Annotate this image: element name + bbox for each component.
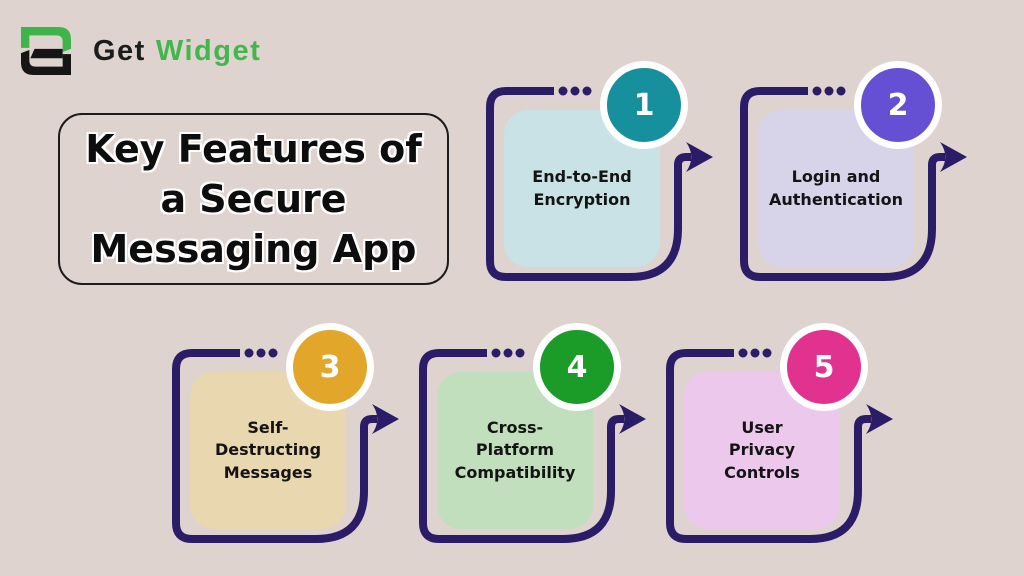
dot-icon [244, 348, 254, 358]
getwidget-logo-icon [21, 27, 71, 75]
dot-icon [762, 348, 772, 358]
number-badge: 4 [533, 323, 621, 411]
badge-number: 2 [887, 87, 909, 123]
card-frame-arrow [486, 86, 713, 281]
card-frame-arrow [419, 348, 646, 543]
dot-icon [836, 86, 846, 96]
card-frame-arrow [740, 86, 967, 281]
dot-icon [750, 348, 760, 358]
feature-card-1: End-to-End Encryption 1 [482, 61, 714, 289]
title-panel: Key Features of a Secure Messaging App [58, 113, 449, 285]
feature-title: End-to-End Encryption [532, 167, 632, 209]
arrow-icon [372, 404, 399, 434]
dot-icon [738, 348, 748, 358]
badge-number: 3 [319, 349, 341, 385]
feature-title: Self- Destructing Messages [214, 417, 322, 482]
feature-card-3: Self- Destructing Messages 3 [168, 323, 400, 551]
arrow-icon [686, 142, 713, 172]
dot-icon [515, 348, 525, 358]
brand-name: Get Widget [93, 35, 261, 68]
feature-title: User Privacy Controls [724, 417, 800, 482]
page-title: Key Features of a Secure Messaging App [85, 126, 422, 272]
number-badge: 3 [286, 323, 374, 411]
badge-number: 1 [633, 87, 655, 123]
dot-icon [582, 86, 592, 96]
feature-title: Login and Authentication [769, 167, 903, 209]
feature-card-2: Login and Authentication 2 [736, 61, 968, 289]
arrow-icon [866, 404, 893, 434]
dot-icon [256, 348, 266, 358]
badge-number: 5 [813, 349, 835, 385]
feature-card-5: User Privacy Controls 5 [662, 323, 894, 551]
brand-logo: Get Widget [21, 27, 261, 75]
dot-icon [812, 86, 822, 96]
brand-name-get: Get [93, 34, 146, 67]
arrow-icon [619, 404, 646, 434]
dot-icon [503, 348, 513, 358]
number-badge: 5 [780, 323, 868, 411]
number-badge: 1 [600, 61, 688, 149]
arrow-icon [940, 142, 967, 172]
dot-icon [570, 86, 580, 96]
number-badge: 2 [854, 61, 942, 149]
badge-number: 4 [566, 349, 588, 385]
dot-icon [824, 86, 834, 96]
dot-icon [268, 348, 278, 358]
dot-icon [558, 86, 568, 96]
feature-title: Cross- Platform Compatibility [454, 417, 576, 482]
card-frame-arrow [172, 348, 399, 543]
brand-name-widget: Widget [155, 34, 262, 67]
card-frame-arrow [666, 348, 893, 543]
feature-card-4: Cross- Platform Compatibility 4 [415, 323, 647, 551]
dot-icon [491, 348, 501, 358]
